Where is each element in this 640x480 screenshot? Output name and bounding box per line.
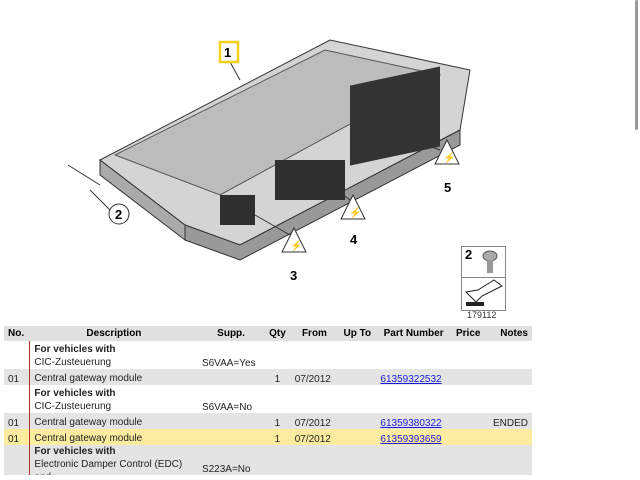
- notes-cell: [485, 369, 532, 385]
- col-supp: Supp.: [197, 326, 265, 341]
- callout-5[interactable]: 5: [444, 180, 451, 195]
- part-number-link[interactable]: 61359393659: [380, 434, 442, 445]
- table-row[interactable]: 01 Central gateway module 1 07/2012 6135…: [4, 369, 532, 385]
- col-no: No.: [4, 326, 30, 341]
- desc-cell: Central gateway module: [29, 369, 198, 385]
- notes-cell: [485, 429, 532, 445]
- col-qty: Qty: [264, 326, 291, 341]
- callout-2[interactable]: 2: [115, 207, 122, 222]
- col-up-to: Up To: [338, 326, 377, 341]
- from-cell: 07/2012: [290, 429, 339, 445]
- screw-reference-box: 2: [461, 246, 506, 311]
- condition-title: For vehicles with: [34, 388, 116, 399]
- callout-4[interactable]: 4: [350, 232, 358, 247]
- table-row[interactable]: 01 Central gateway module 1 07/2012 6135…: [4, 413, 532, 429]
- condition-text: Electronic Damper Control (EDC): [34, 459, 183, 470]
- condition-text-2: and: [34, 471, 194, 475]
- qty-cell: 1: [264, 429, 291, 445]
- from-cell: 07/2012: [290, 369, 339, 385]
- connector-icons: ⚡ ⚡ ⚡: [290, 151, 455, 252]
- col-from: From: [290, 326, 339, 341]
- parts-diagram: 1 2 ⚡ ⚡ ⚡ 3 4 5: [67, 39, 471, 283]
- module-illustration: [99, 39, 471, 261]
- condition-title: For vehicles with: [34, 344, 116, 355]
- part-number-link[interactable]: 61359322532: [380, 374, 442, 385]
- qty-cell: 1: [264, 369, 291, 385]
- col-price: Price: [450, 326, 486, 341]
- supp-cell: S6VAA=Yes: [197, 341, 265, 369]
- callout-3[interactable]: 3: [290, 268, 297, 283]
- no-cell: [4, 385, 30, 413]
- condition-text: CIC-Zusteuerung: [34, 401, 112, 412]
- part-number-link[interactable]: 61359380322: [380, 418, 442, 429]
- diagram-code: 179112: [467, 310, 497, 320]
- no-cell: 01: [4, 369, 30, 385]
- arrow-icon: [464, 279, 503, 306]
- supp-cell: S6VAA=No: [197, 385, 265, 413]
- svg-text:⚡: ⚡: [443, 151, 455, 164]
- svg-text:⚡: ⚡: [349, 206, 361, 219]
- condition-text: CIC-Zusteuerung: [34, 357, 112, 368]
- desc-cell: Central gateway module: [29, 413, 198, 429]
- ref-number: 2: [465, 247, 473, 262]
- col-notes: Notes: [485, 326, 532, 341]
- scrollbar[interactable]: [635, 0, 638, 130]
- svg-text:⚡: ⚡: [290, 239, 302, 252]
- notes-cell: ENDED: [485, 413, 532, 429]
- desc-cell: Central gateway module: [29, 429, 198, 445]
- col-description: Description: [29, 326, 198, 341]
- condition-title: For vehicles with: [34, 446, 116, 457]
- no-cell: 01: [4, 413, 30, 429]
- screw-icon: [482, 250, 498, 273]
- no-cell: [4, 445, 30, 475]
- table-header: No. Description Supp. Qty From Up To Par…: [4, 326, 532, 341]
- callout-1[interactable]: 1: [224, 45, 231, 60]
- no-cell: [4, 341, 30, 369]
- from-cell: 07/2012: [290, 413, 339, 429]
- table-row[interactable]: 01 Central gateway module 1 07/2012 6135…: [4, 429, 532, 445]
- col-part-number: Part Number: [376, 326, 451, 341]
- parts-table: No. Description Supp. Qty From Up To Par…: [4, 326, 532, 475]
- no-cell: 01: [4, 429, 30, 445]
- qty-cell: 1: [264, 413, 291, 429]
- supp-cell: S223A=No: [197, 445, 265, 475]
